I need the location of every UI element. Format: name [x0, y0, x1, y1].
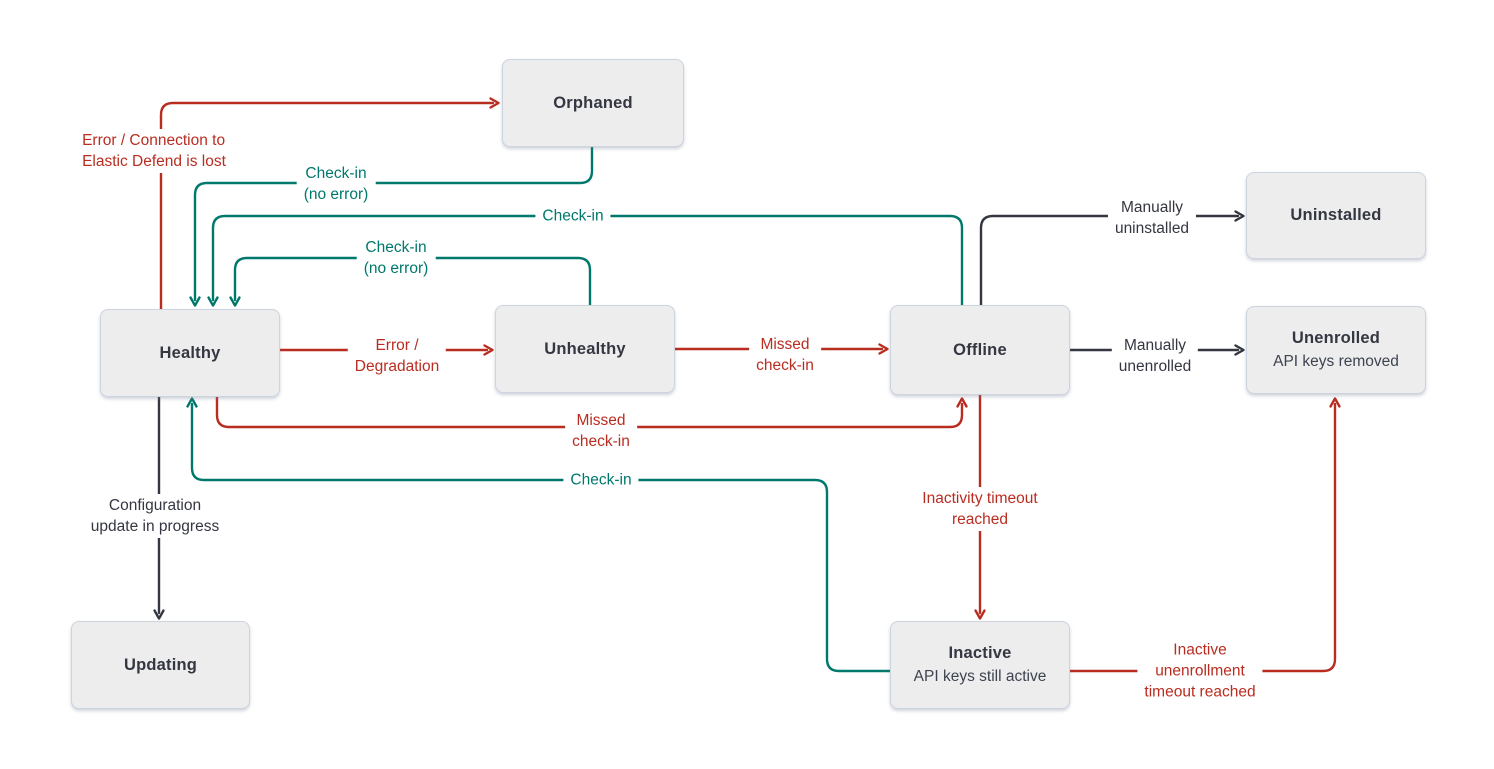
- edge-label-line: Error / Connection to: [82, 132, 226, 149]
- edge-label-line: update in progress: [90, 518, 220, 535]
- state-node-title: Healthy: [159, 343, 221, 362]
- edge-label-line: Check-in: [542, 207, 604, 225]
- state-node-offline: Offline: [890, 305, 1070, 395]
- edge-label-manually-uninstalled: Manually uninstalled: [1107, 196, 1197, 240]
- edge-label-line: (no error): [303, 186, 369, 203]
- edge-label-line: Check-in: [365, 239, 427, 256]
- state-node-unhealthy: Unhealthy: [495, 305, 675, 393]
- edge-label-checkin-noerror-orphaned: Check-in (no error): [296, 162, 376, 206]
- edge-label-line: unenrollment: [1155, 662, 1245, 680]
- state-node-title: Updating: [123, 655, 198, 674]
- edge-label-manually-unenrolled: Manually unenrolled: [1111, 334, 1199, 378]
- state-node-healthy: Healthy: [100, 309, 280, 397]
- edge-label-line: Check-in: [570, 471, 632, 489]
- edge-label-line: Manually: [1120, 199, 1184, 216]
- state-node-subtitle: API keys removed: [1273, 353, 1399, 370]
- edge-label-line: Degradation: [354, 358, 440, 375]
- edge-label-line: Error /: [375, 337, 419, 354]
- edge-inactive-to-healthy: [186, 397, 892, 673]
- state-node-title: Orphaned: [553, 93, 633, 112]
- state-node-orphaned: Orphaned: [502, 59, 684, 147]
- edge-healthy-to-orphaned: [159, 97, 500, 311]
- edge-label-line: check-in: [572, 433, 630, 450]
- edge-label-line: Manually: [1123, 337, 1187, 354]
- edge-label-checkin-offline: Check-in: [535, 204, 611, 228]
- edge-label-inactivity-timeout: Inactivity timeout reached: [915, 487, 1045, 531]
- edge-label-missed-checkin-top: Missed check-in: [749, 333, 821, 377]
- edge-label-line: Check-in: [305, 165, 367, 182]
- edge-orphaned-to-healthy: [189, 145, 594, 307]
- state-node-uninstalled: Uninstalled: [1246, 172, 1426, 259]
- edge-inactive-to-unenrolled: [1067, 397, 1341, 673]
- edge-label-error-connection-lost: Error / Connection to Elastic Defend is l…: [75, 129, 233, 173]
- edge-label-line: reached: [951, 511, 1008, 528]
- state-node-title: Inactive: [948, 644, 1012, 662]
- edge-label-line: unenrolled: [1118, 358, 1192, 375]
- state-node-title: Offline: [953, 340, 1007, 359]
- edge-label-line: Inactive: [1173, 641, 1227, 659]
- state-node-title: Unenrolled: [1291, 329, 1381, 347]
- edge-label-line: check-in: [756, 357, 814, 374]
- edge-label-line: Missed: [576, 412, 626, 429]
- edge-label-line: Missed: [760, 336, 810, 353]
- edge-label-configuration-update: Configuration update in progress: [83, 494, 227, 538]
- edge-label-inactive-unenrollment: Inactive unenrollment timeout reached: [1137, 638, 1263, 704]
- edge-offline-to-uninstalled: [979, 210, 1245, 307]
- edge-label-missed-checkin-bottom: Missed check-in: [565, 409, 637, 453]
- state-node-title: Unhealthy: [544, 339, 626, 358]
- edge-label-error-degradation: Error / Degradation: [347, 334, 447, 378]
- state-node-title: Uninstalled: [1290, 206, 1382, 224]
- state-node-subtitle: API keys still active: [913, 668, 1047, 685]
- edge-label-line: (no error): [363, 260, 429, 277]
- edge-label-line: Inactivity timeout: [922, 490, 1038, 507]
- edge-label-line: timeout reached: [1144, 683, 1256, 701]
- state-node-updating: Updating: [71, 621, 250, 709]
- edge-label-line: Configuration: [108, 497, 202, 514]
- edge-label-line: uninstalled: [1114, 220, 1190, 237]
- edge-label-line: Elastic Defend is lost: [82, 153, 226, 170]
- edge-label-checkin-inactive: Check-in: [563, 468, 639, 492]
- edge-label-checkin-noerror-unhealthy: Check-in (no error): [356, 236, 436, 280]
